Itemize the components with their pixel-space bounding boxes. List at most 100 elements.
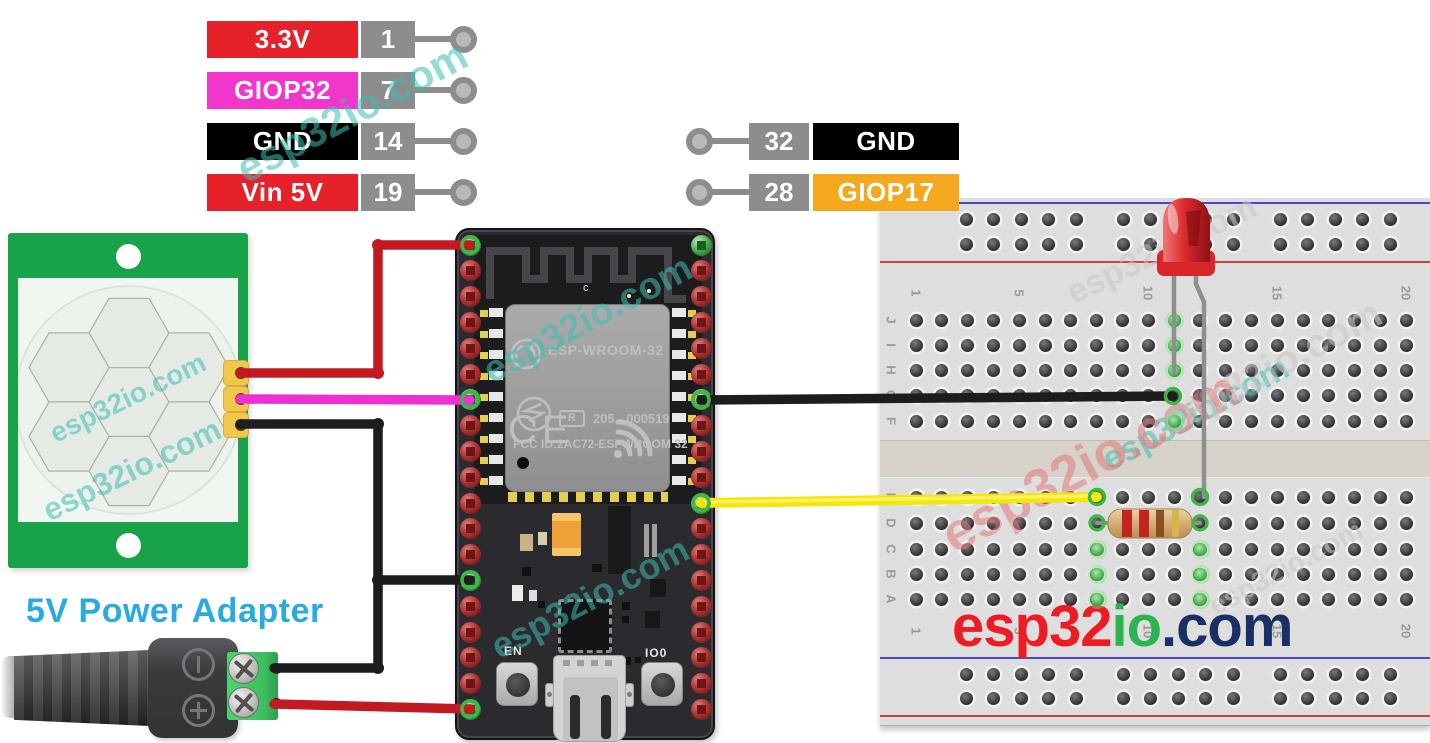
capacitor bbox=[652, 524, 657, 557]
terminal-wire-hole bbox=[271, 698, 282, 709]
terminal-wire-hole bbox=[271, 663, 282, 674]
pin-number: 32 bbox=[749, 123, 809, 160]
lens-hexagon bbox=[148, 401, 230, 472]
polarity-negative-icon bbox=[182, 648, 215, 681]
fresnel-lens-hexagons bbox=[28, 297, 230, 507]
pin-leader-line bbox=[415, 189, 453, 195]
terminal-screw-icon bbox=[228, 687, 259, 718]
wire-junction bbox=[372, 574, 384, 586]
pin-number: 19 bbox=[361, 174, 415, 211]
pin-label: Vin 5V bbox=[207, 174, 358, 211]
pin-terminal-icon bbox=[450, 26, 477, 53]
pin-label: GIOP32 bbox=[207, 72, 358, 109]
espressif-logo-icon bbox=[510, 338, 542, 370]
certification-mark-icon bbox=[516, 396, 552, 432]
smd-component bbox=[623, 657, 631, 665]
wire-adapter-positive bbox=[269, 699, 475, 714]
wire-pir-vcc bbox=[235, 240, 475, 378]
usb-slot bbox=[601, 695, 611, 739]
module-label: ESP-WROOM-32 bbox=[548, 342, 664, 358]
ic-chip bbox=[608, 506, 631, 574]
mounting-hole bbox=[116, 244, 141, 269]
usb-slot bbox=[570, 695, 580, 739]
module-pads bbox=[688, 310, 696, 492]
screw-terminal-block bbox=[227, 652, 282, 720]
logo-part-esp32: esp32 bbox=[952, 594, 1112, 659]
usb-mount-tab bbox=[625, 683, 634, 707]
pin1-dot bbox=[517, 457, 529, 469]
esp32-board: c ESP-WROOM-32 CE R 205 - 000519 bbox=[455, 228, 715, 742]
watermark: esp32io.com bbox=[228, 31, 476, 193]
logo-part-io: io bbox=[1111, 594, 1162, 659]
breadboard bbox=[880, 198, 1430, 726]
wire-bend bbox=[372, 418, 384, 430]
smd-component bbox=[538, 601, 545, 608]
lens-hexagon bbox=[28, 401, 110, 472]
registration-number: 205 - 000519 bbox=[593, 411, 670, 426]
pir-motion-sensor bbox=[8, 233, 248, 568]
io0-button-label: IO0 bbox=[645, 646, 668, 660]
smd-component bbox=[512, 585, 523, 601]
fcc-id-text: FCC ID:2AC72-ESPWROOM 32 bbox=[513, 437, 688, 451]
wire-bend bbox=[372, 367, 384, 379]
barrel-jack-body bbox=[148, 638, 238, 738]
module-pads bbox=[672, 308, 686, 490]
barrel-jack-ribbed-plug bbox=[14, 650, 150, 726]
en-button-label: EN bbox=[504, 644, 523, 658]
io0-button bbox=[641, 662, 683, 706]
smd-component bbox=[622, 616, 629, 623]
capacitor bbox=[644, 524, 649, 557]
pin-number: 7 bbox=[361, 72, 415, 109]
power-rail-line-blue-bottom bbox=[880, 657, 1430, 659]
antenna-label: c bbox=[583, 282, 589, 294]
pin-leader-line bbox=[711, 138, 749, 144]
usb-inner bbox=[563, 677, 618, 741]
logo-part-com: .com bbox=[1161, 594, 1293, 659]
module-pads bbox=[508, 492, 668, 502]
smd-component bbox=[635, 657, 641, 663]
pin-leader-line bbox=[415, 87, 453, 93]
pin-label: GND bbox=[207, 123, 358, 160]
micro-usb-connector bbox=[553, 655, 626, 742]
smd-component bbox=[592, 564, 602, 572]
power-rail-line-blue-top bbox=[880, 202, 1430, 204]
capacitor bbox=[538, 532, 547, 545]
wire-pir-gnd bbox=[235, 419, 383, 673]
wire-bend bbox=[372, 239, 384, 251]
module-pads bbox=[480, 310, 488, 492]
breadboard-center-channel bbox=[880, 440, 1430, 478]
pin-leader-line bbox=[415, 138, 453, 144]
pin-number: 14 bbox=[361, 123, 415, 160]
power-rail-line-red-bottom bbox=[880, 715, 1430, 717]
pin-number: 1 bbox=[361, 21, 415, 58]
power-rail-line-red-top bbox=[880, 261, 1430, 263]
tantalum-capacitor bbox=[552, 513, 581, 556]
module-pads bbox=[489, 308, 503, 490]
smd-component bbox=[622, 602, 630, 610]
pin-terminal-icon bbox=[686, 179, 713, 206]
wifi-icon bbox=[614, 419, 653, 458]
via-dot bbox=[627, 294, 631, 298]
pin-leader-line bbox=[711, 189, 749, 195]
transistor bbox=[645, 611, 660, 628]
pin-terminal-icon bbox=[450, 179, 477, 206]
usb-ridge bbox=[563, 660, 618, 666]
en-button bbox=[496, 662, 538, 706]
barrel-jack-tip bbox=[2, 656, 18, 718]
pin-label: 3.3V bbox=[207, 21, 358, 58]
polarity-positive-icon bbox=[182, 694, 215, 727]
pin-terminal-icon bbox=[450, 128, 477, 155]
via-dot bbox=[647, 289, 651, 293]
pin-label: GND bbox=[813, 123, 959, 160]
smd-component bbox=[529, 590, 537, 601]
power-adapter-caption: 5V Power Adapter bbox=[26, 592, 324, 630]
wire-junction bbox=[372, 662, 384, 674]
pin-terminal-icon bbox=[686, 128, 713, 155]
pin-terminal-icon bbox=[450, 77, 477, 104]
terminal-screw-icon bbox=[228, 653, 259, 684]
pir-lens-panel bbox=[18, 278, 238, 522]
wire-pir-out bbox=[235, 394, 475, 405]
capacitor bbox=[520, 534, 533, 551]
antenna-trace bbox=[486, 247, 686, 303]
